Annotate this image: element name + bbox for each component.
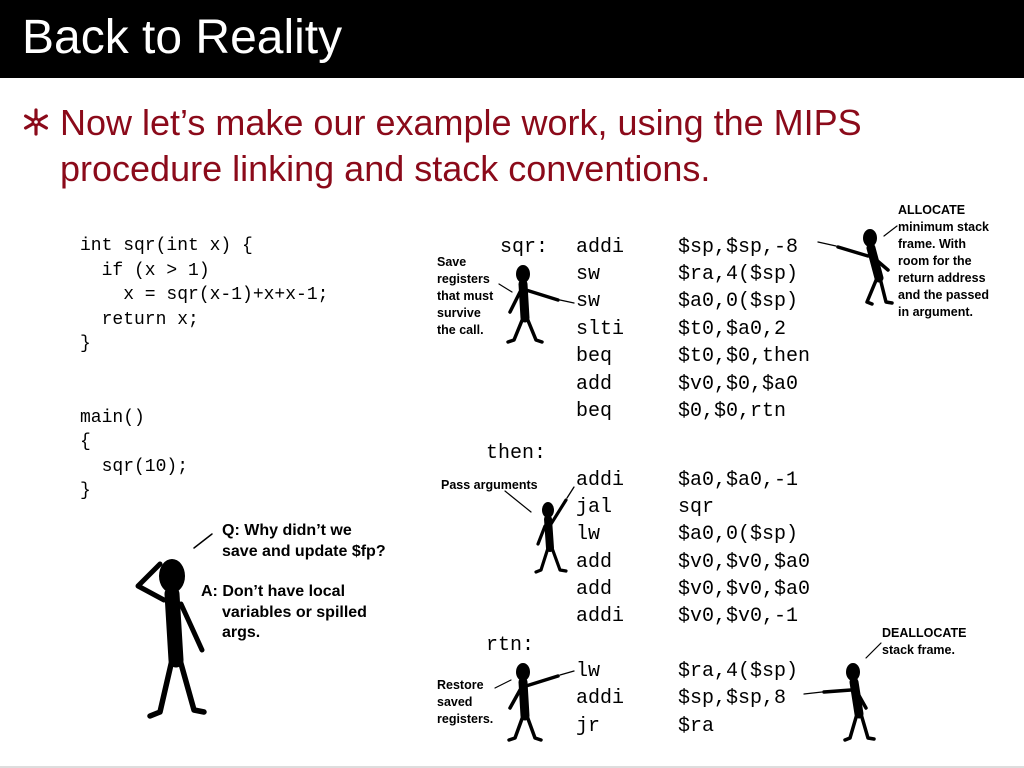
- asm-args: $v0,$v0,$a0: [678, 551, 811, 574]
- code-line: {: [80, 432, 91, 452]
- asm-op: addi: [576, 236, 625, 259]
- asm-args: $0,$0,rtn: [678, 400, 787, 423]
- code-line: main(): [80, 407, 145, 428]
- asm-op: add: [576, 551, 613, 574]
- code-line: if (x > 1): [80, 260, 210, 281]
- asm-label-then: then:: [486, 442, 547, 465]
- asm-args: $a0,$a0,-1: [678, 469, 799, 492]
- code-line: x = sqr(x-1)+x+x-1;: [80, 285, 329, 305]
- asm-label-rtn: rtn:: [486, 634, 535, 657]
- code-line: }: [80, 334, 91, 354]
- asm-label-sqr: sqr:: [500, 236, 549, 259]
- asm-args: $a0,0($sp): [678, 290, 799, 313]
- code-line: sqr(10);: [80, 456, 189, 477]
- pointing-figure-icon: [507, 663, 575, 742]
- asm-args: $v0,$v0,-1: [678, 605, 799, 628]
- asm-args: $v0,$0,$a0: [678, 373, 799, 396]
- asm-op: addi: [576, 687, 625, 710]
- pointing-figure-icon: [803, 663, 876, 742]
- title-bar: [0, 0, 1024, 78]
- asm-op: lw: [576, 523, 601, 546]
- asm-args: $sp,$sp,-8: [678, 236, 799, 259]
- asm-args: $sp,$sp,8: [678, 687, 787, 710]
- restore-registers-note: Restore saved registers.: [437, 678, 494, 726]
- asm-args: $ra,4($sp): [678, 263, 799, 286]
- thinking-figure-icon: [135, 559, 207, 719]
- asm-args: $v0,$v0,$a0: [678, 578, 811, 601]
- pointing-figure-icon: [534, 486, 575, 574]
- pointing-figure-icon: [817, 229, 894, 306]
- asm-op: lw: [576, 660, 601, 683]
- code-line: int sqr(int x) {: [80, 236, 253, 256]
- pointing-figure-icon: [506, 265, 575, 344]
- asm-op: jr: [576, 715, 601, 738]
- asm-args: $ra,4($sp): [678, 660, 799, 683]
- bullet-text: Now let’s make our example work, using t…: [60, 102, 862, 189]
- asm-args: $t0,$a0,2: [678, 318, 787, 341]
- slide-title: Back to Reality: [22, 11, 343, 64]
- code-line: return x;: [80, 309, 199, 330]
- bottom-rule: [0, 766, 1024, 768]
- asm-op: slti: [576, 318, 625, 341]
- code-line: }: [80, 481, 91, 501]
- allocate-note: ALLOCATE minimum stack frame. With room …: [898, 203, 990, 319]
- asm-args: $ra: [678, 715, 715, 738]
- question-note: Q: Why didn’t we save and update $fp?: [222, 522, 386, 560]
- asm-op: jal: [576, 496, 613, 519]
- c-source-code: int sqr(int x) { if (x > 1) x = sqr(x-1)…: [80, 234, 328, 504]
- asm-args: $t0,$0,then: [678, 345, 811, 368]
- asm-op: addi: [576, 605, 625, 628]
- asm-op: beq: [576, 400, 613, 423]
- asterisk-bullet-icon: [23, 108, 48, 136]
- asm-op: sw: [576, 290, 601, 313]
- asm-op: sw: [576, 263, 601, 286]
- save-registers-note: Save registers that must survive the cal…: [437, 255, 494, 337]
- answer-note: A: Don’t have local variables or spilled…: [201, 583, 367, 641]
- pass-arguments-note: Pass arguments: [441, 478, 538, 492]
- asm-args: sqr: [678, 496, 715, 519]
- deallocate-note: DEALLOCATE stack frame.: [882, 626, 967, 657]
- asm-op: add: [576, 373, 613, 396]
- asm-args: $a0,0($sp): [678, 523, 799, 546]
- asm-op: beq: [576, 345, 613, 368]
- asm-op: add: [576, 578, 613, 601]
- asm-op: addi: [576, 469, 625, 492]
